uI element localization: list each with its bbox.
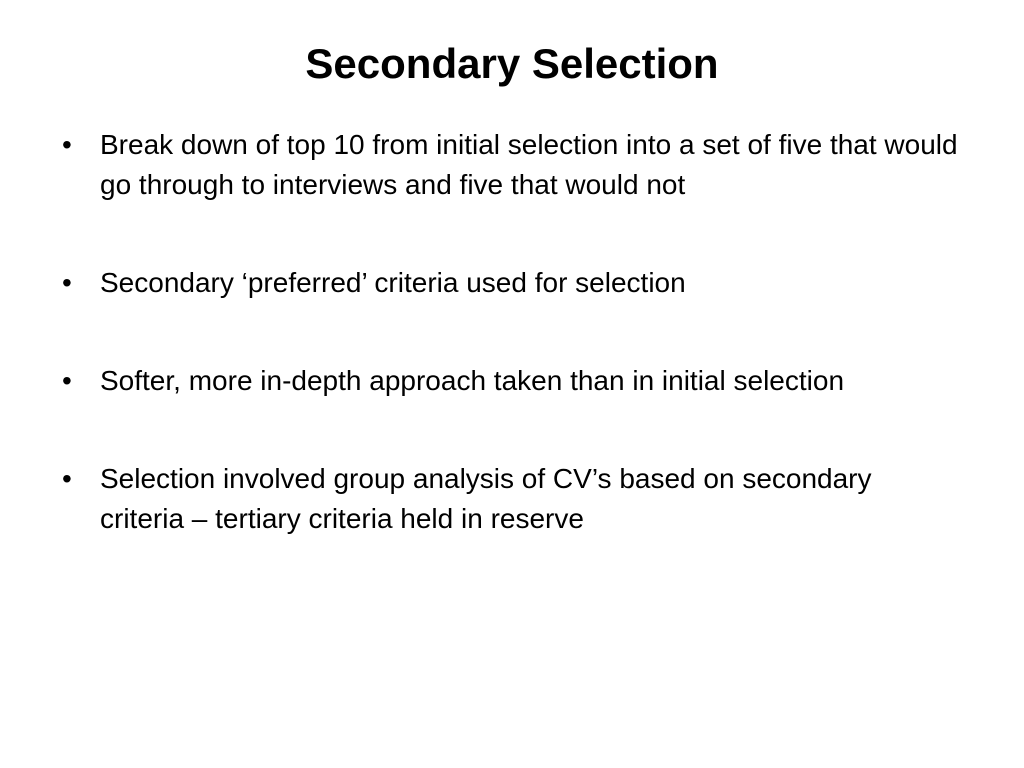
- bullet-item-2: • Secondary ‘preferred’ criteria used fo…: [62, 263, 962, 303]
- bullet-item-1: • Break down of top 10 from initial sele…: [62, 125, 962, 205]
- bullet-text: Break down of top 10 from initial select…: [100, 129, 958, 200]
- bullet-item-3: • Softer, more in-depth approach taken t…: [62, 361, 962, 401]
- bullet-text: Selection involved group analysis of CV’…: [100, 463, 872, 534]
- slide-title: Secondary Selection: [305, 40, 719, 87]
- bullet-text: Softer, more in-depth approach taken tha…: [100, 365, 845, 396]
- bullet-icon: •: [62, 463, 72, 494]
- bullet-item-4: • Selection involved group analysis of C…: [62, 459, 962, 539]
- bullet-list: • Break down of top 10 from initial sele…: [62, 125, 962, 539]
- bullet-icon: •: [62, 365, 72, 396]
- bullet-text: Secondary ‘preferred’ criteria used for …: [100, 267, 686, 298]
- bullet-icon: •: [62, 267, 72, 298]
- bullet-icon: •: [62, 129, 72, 160]
